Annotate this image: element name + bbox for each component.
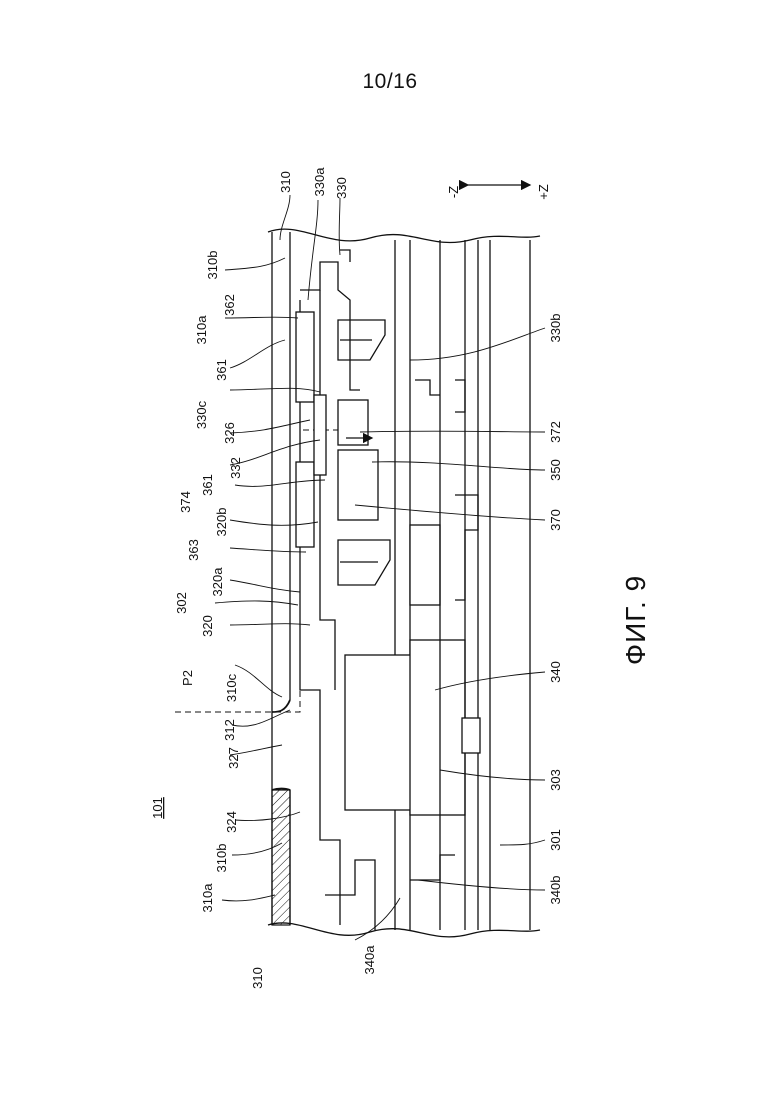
label-324: 324 [224, 811, 239, 833]
block-303 [410, 640, 465, 815]
label-312: 312 [222, 719, 237, 741]
label-310-top: 310 [278, 171, 293, 193]
label-340: 340 [548, 661, 563, 683]
label-310a-top: 310a [194, 315, 209, 345]
label-361-a: 361 [214, 359, 229, 381]
label-374: 374 [178, 491, 193, 513]
label-301: 301 [548, 829, 563, 851]
label-320: 320 [200, 615, 215, 637]
leader-lines [215, 195, 545, 940]
label-350: 350 [548, 459, 563, 481]
top-break-line [268, 229, 540, 242]
label-332: 332 [228, 457, 243, 479]
label-303: 303 [548, 769, 563, 791]
connector-370 [338, 450, 378, 520]
axis-plus-z: +Z [536, 184, 551, 200]
axis-minus-z: -Z [446, 186, 461, 198]
label-302: 302 [174, 592, 189, 614]
label-101: 101 [150, 797, 165, 819]
label-p2: P2 [180, 670, 195, 686]
label-330b: 330b [548, 314, 563, 343]
block-340 [345, 655, 415, 810]
label-361-b: 361 [200, 474, 215, 496]
label-362: 362 [222, 294, 237, 316]
label-320a: 320a [210, 567, 225, 597]
cover-hatched-section [272, 790, 290, 925]
figure-caption: ФИГ. 9 [620, 575, 651, 665]
label-326: 326 [222, 422, 237, 444]
label-340b: 340b [548, 876, 563, 905]
z-axis-indicator: -Z +Z [446, 184, 551, 200]
label-310b-bot: 310b [214, 844, 229, 873]
bottom-break-line [268, 923, 540, 937]
block-upper [410, 525, 440, 605]
label-340a: 340a [362, 945, 377, 975]
label-310b-top: 310b [205, 251, 220, 280]
label-310-bot: 310 [250, 967, 265, 989]
plate-363 [296, 462, 314, 547]
label-330a: 330a [312, 167, 327, 197]
label-320b: 320b [214, 508, 229, 537]
label-310c: 310c [224, 673, 239, 702]
layer-361 [314, 395, 326, 475]
reference-labels: 310 310b 362 310a 361 330c 326 332 361 3… [150, 167, 563, 989]
opening-312 [272, 700, 290, 712]
label-310a-bot: 310a [200, 883, 215, 913]
label-330: 330 [334, 177, 349, 199]
label-372: 372 [548, 421, 563, 443]
label-363: 363 [186, 539, 201, 561]
label-370: 370 [548, 509, 563, 531]
tab-330b [415, 380, 440, 395]
label-330c: 330c [194, 400, 209, 429]
label-327: 327 [226, 747, 241, 769]
path-p2 [175, 430, 360, 712]
